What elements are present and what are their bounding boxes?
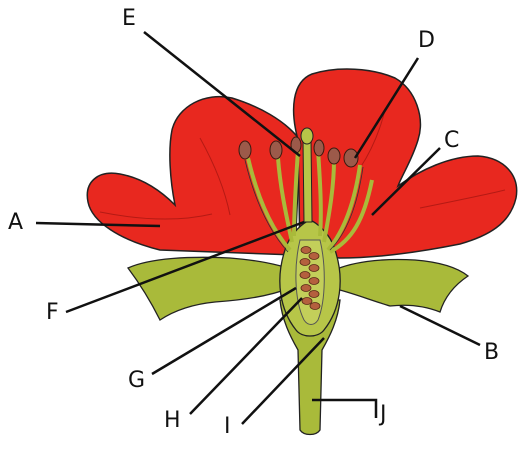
ovule [309, 291, 319, 298]
ovule [302, 298, 312, 305]
label-J: J [380, 404, 387, 426]
ovule [300, 272, 310, 279]
leader-line-H [190, 298, 302, 414]
ovule [301, 285, 311, 292]
label-I: I [224, 416, 231, 438]
label-E: E [122, 8, 136, 30]
stigma [301, 128, 313, 144]
style [303, 140, 312, 222]
ovule [301, 247, 311, 254]
ovule [300, 259, 310, 266]
anther [270, 141, 282, 159]
label-F: F [46, 302, 59, 324]
ovule [310, 303, 320, 310]
label-H: H [164, 410, 181, 432]
sepal-left [128, 257, 298, 320]
label-G: G [128, 370, 145, 392]
label-C: C [444, 130, 459, 152]
ovule [309, 265, 319, 272]
anther [314, 140, 324, 156]
sepal-right [330, 260, 468, 313]
ovule [309, 278, 319, 285]
label-B: B [484, 342, 499, 364]
ovule [309, 253, 319, 260]
label-D: D [418, 30, 435, 52]
anther [239, 141, 251, 159]
leader-line-J [312, 400, 376, 418]
label-A: A [8, 212, 23, 234]
anther [328, 148, 340, 164]
petal-left-outer [87, 97, 300, 255]
